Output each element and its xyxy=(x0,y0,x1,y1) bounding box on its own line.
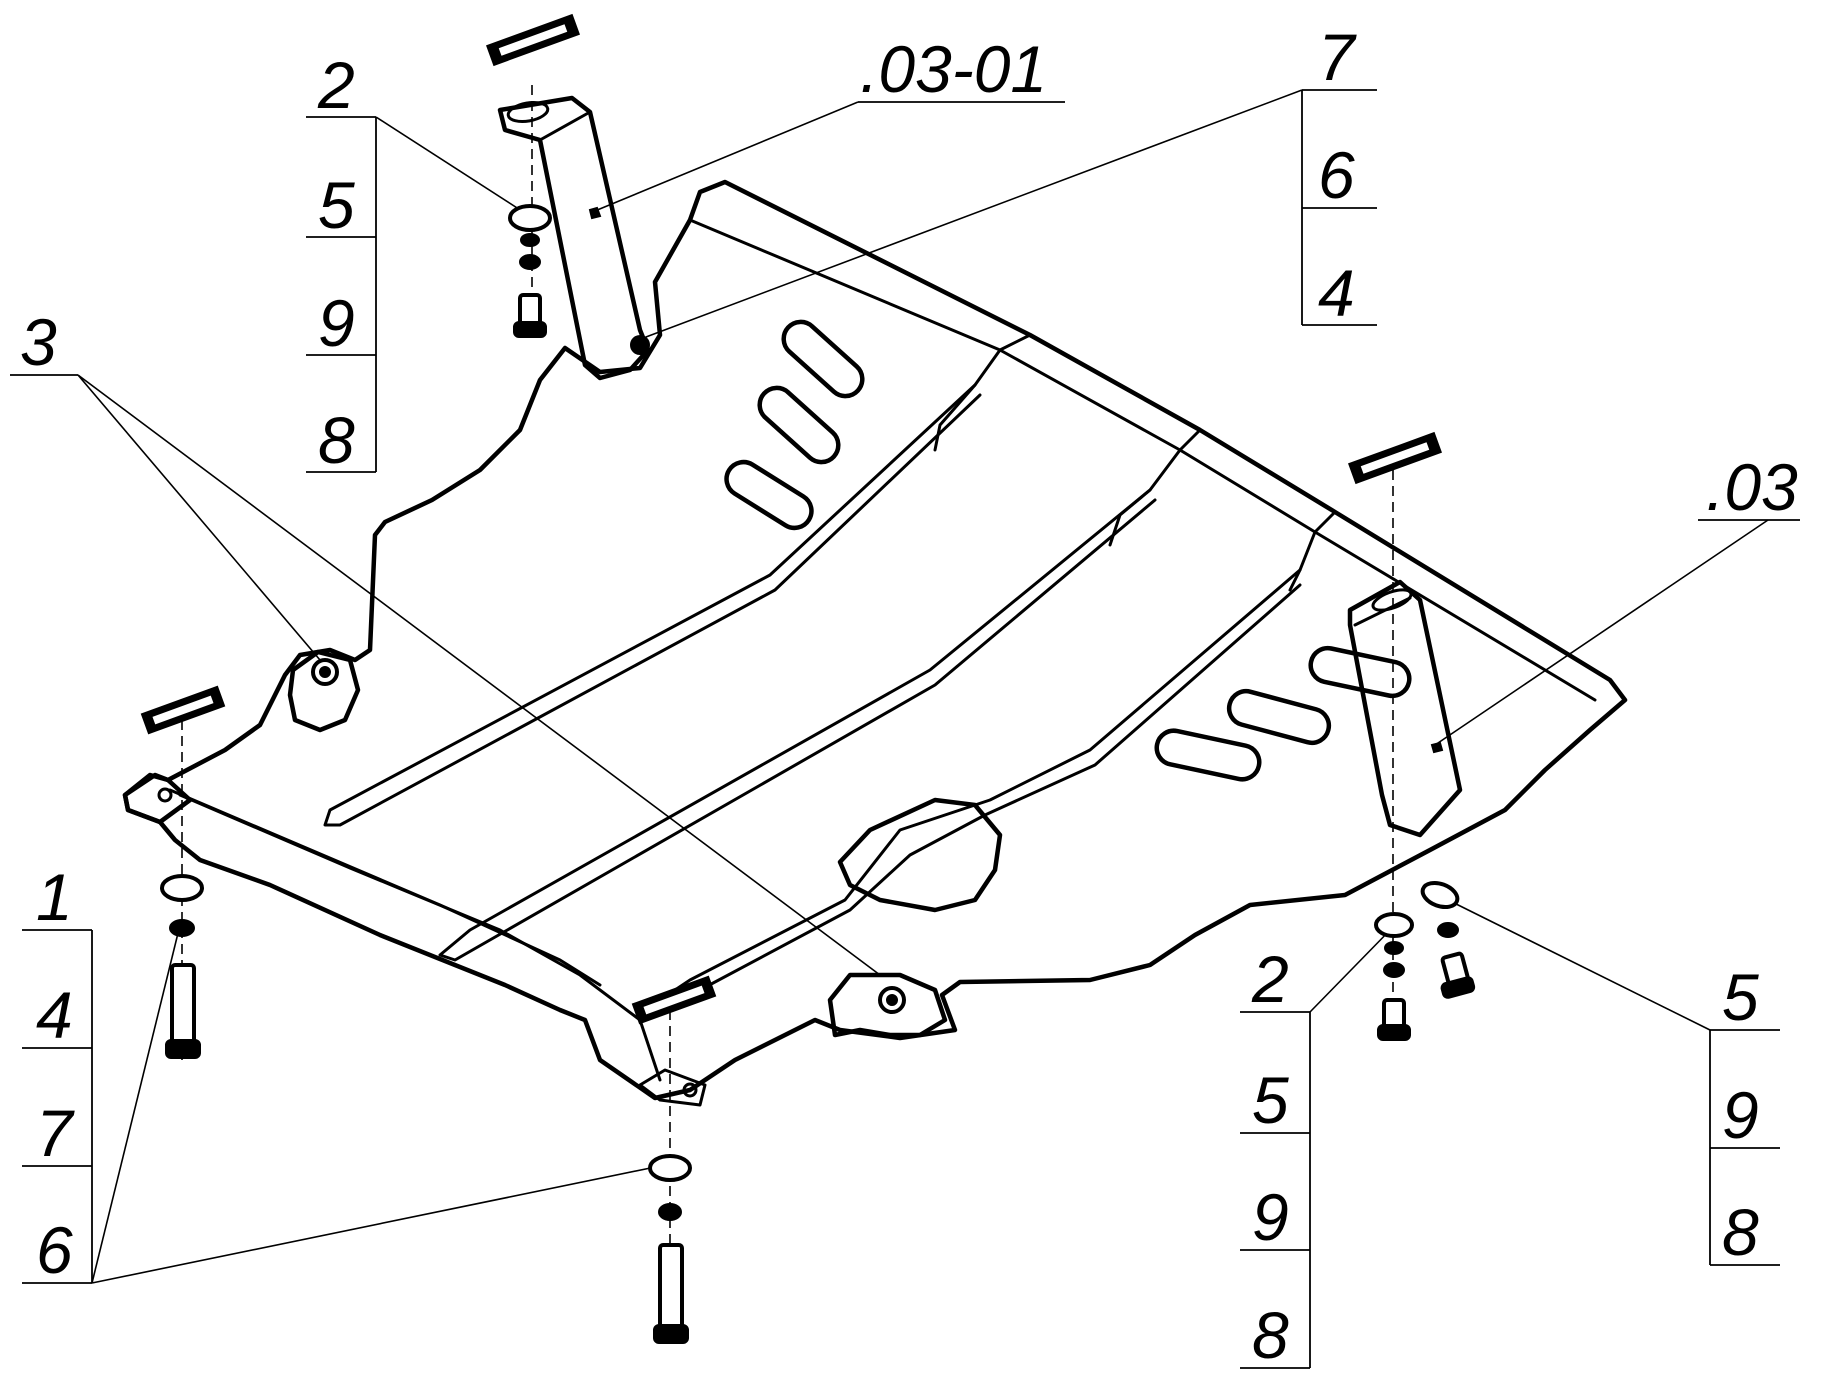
mount-left xyxy=(287,649,361,733)
callout-top-left-4: 8 xyxy=(318,403,355,477)
callout-bottom-left-3: 7 xyxy=(36,1096,75,1170)
fastener-stack-bottom xyxy=(631,975,717,1345)
callout-top-right-3: 4 xyxy=(1318,256,1355,330)
slot xyxy=(1154,728,1262,782)
fastener-stack-left xyxy=(140,685,226,1060)
callout-top-left-1: 2 xyxy=(317,48,355,122)
slot xyxy=(724,459,814,531)
callout-part-3: 3 xyxy=(20,305,57,379)
callout-bottom-left-4: 6 xyxy=(36,1213,73,1287)
callout-top-left-2: 5 xyxy=(318,168,355,242)
callout-part-03-01: .03-01 xyxy=(860,32,1047,106)
slot xyxy=(1226,688,1332,746)
callout-bottom-center-1: 2 xyxy=(1251,942,1289,1016)
fastener-stack-top-right xyxy=(1348,431,1442,1041)
label-rules xyxy=(10,89,1800,1369)
bracket-03 xyxy=(1347,579,1463,838)
callout-bottom-right-3: 8 xyxy=(1722,1195,1759,1269)
callout-top-right-2: 6 xyxy=(1318,138,1355,212)
callout-bottom-left-1: 1 xyxy=(36,860,73,934)
slot xyxy=(781,319,865,399)
fastener-stack-top-left xyxy=(486,13,580,338)
callout-labels: 2 5 9 8 .03-01 7 6 4 3 .03 1 4 7 6 2 5 9… xyxy=(20,20,1798,1372)
callout-bottom-center-2: 5 xyxy=(1252,1063,1289,1137)
mount-center xyxy=(827,972,948,1038)
slot xyxy=(757,385,841,465)
slot xyxy=(1308,645,1412,699)
leader-lines xyxy=(77,89,1769,1284)
bracket-03-01 xyxy=(497,95,651,381)
callout-bottom-left-2: 4 xyxy=(36,978,73,1052)
callout-bottom-right-2: 9 xyxy=(1722,1078,1759,1152)
callout-bottom-center-4: 8 xyxy=(1252,1298,1289,1372)
callout-top-left-3: 9 xyxy=(318,286,355,360)
callout-part-03: .03 xyxy=(1706,450,1798,524)
callout-bottom-center-3: 9 xyxy=(1252,1180,1289,1254)
callout-top-right-1: 7 xyxy=(1318,20,1357,94)
fastener-stack-right xyxy=(1420,880,1476,999)
skid-plate xyxy=(122,179,1628,1107)
callout-bottom-right-1: 5 xyxy=(1722,960,1759,1034)
